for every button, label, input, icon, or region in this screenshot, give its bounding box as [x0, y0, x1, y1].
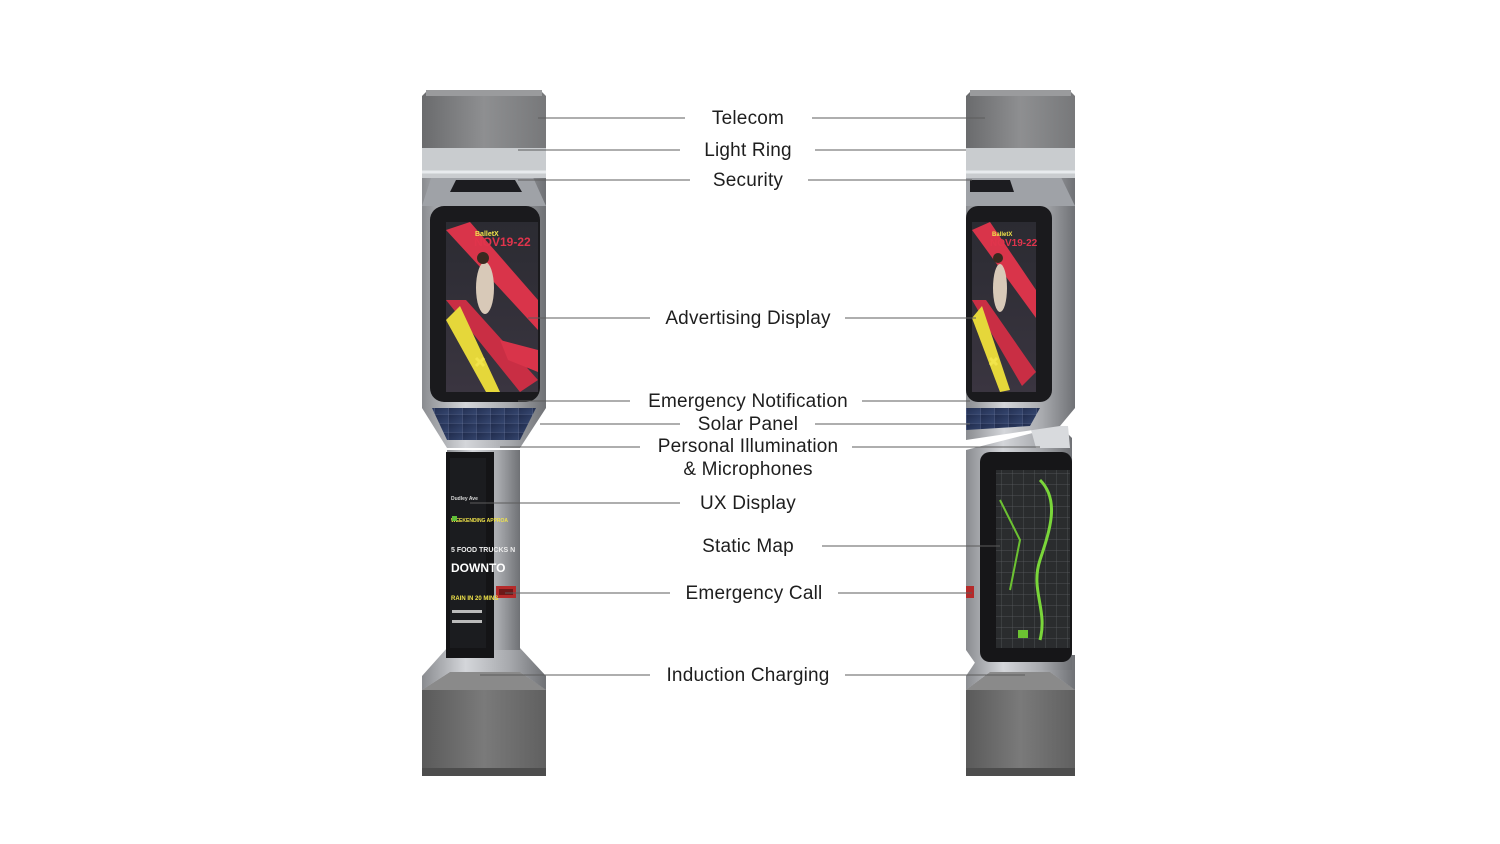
right-telecom-cap: [966, 90, 1075, 148]
right-poster-title: NOV19-22: [990, 238, 1038, 249]
label-personal-illumination: Personal Illumination & Microphones: [657, 436, 839, 480]
label-ux-display: UX Display: [700, 493, 796, 514]
label-static-map: Static Map: [702, 536, 794, 557]
right-kiosk: BalletX NOV19-22: [966, 90, 1075, 776]
right-microphones: [1030, 426, 1070, 448]
right-security-camera: [970, 180, 1014, 192]
label-solar-panel: Solar Panel: [697, 414, 799, 435]
right-poster-brand: BalletX: [992, 232, 1012, 238]
left-poster-title: NOV19-22: [474, 235, 531, 249]
right-light-ring: [966, 146, 1075, 178]
left-security-camera: [450, 180, 522, 192]
label-security: Security: [712, 170, 784, 191]
left-ux-line-1: Dudley Ave: [451, 496, 478, 502]
label-telecom: Telecom: [711, 108, 785, 129]
right-concrete-base: [966, 672, 1075, 772]
left-ux-line-3: 5 FOOD TRUCKS N: [451, 547, 515, 554]
left-telecom-cap: [422, 90, 546, 148]
left-concrete-base: [422, 672, 546, 772]
left-light-ring: [422, 146, 546, 178]
left-ux-line-2: WEEKENDING APPROA: [451, 518, 508, 524]
label-emergency-call: Emergency Call: [685, 583, 823, 604]
label-emergency-notification: Emergency Notification: [648, 391, 848, 412]
label-light-ring: Light Ring: [704, 140, 792, 161]
label-advertising-display: Advertising Display: [665, 308, 831, 329]
left-ux-line-5: RAIN IN 20 MINS: [451, 596, 498, 602]
left-solar-panel: [432, 408, 536, 440]
right-solar-panel: [966, 408, 1040, 430]
left-poster-brand: BalletX: [475, 231, 499, 238]
leader-lines: [470, 117, 1040, 676]
left-kiosk: BalletX NOV19-22 Dudley Ave WEEKENDING A…: [422, 90, 546, 776]
label-induction-charging: Induction Charging: [666, 665, 830, 686]
right-emergency-call-button: [966, 586, 974, 598]
left-ux-line-4: DOWNTO: [451, 561, 505, 575]
